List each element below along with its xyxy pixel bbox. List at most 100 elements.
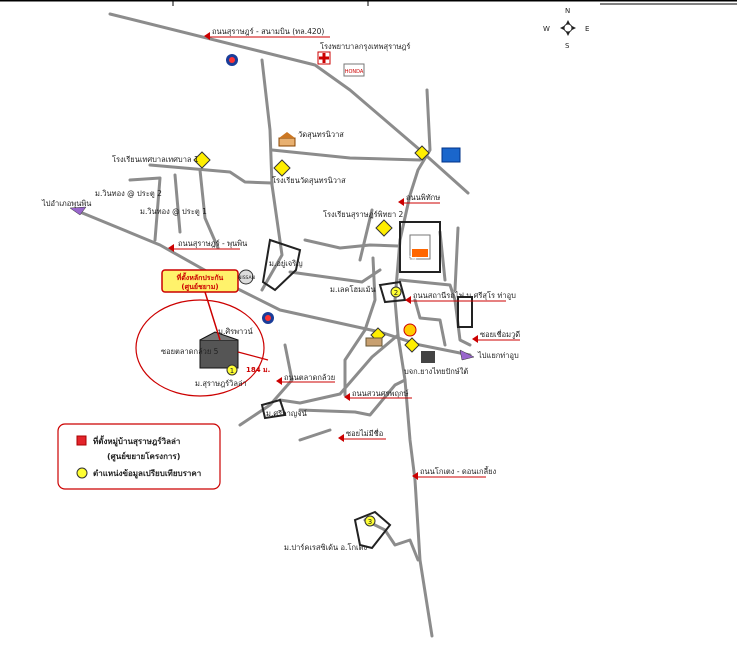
road-lane-left3: [173, 173, 182, 234]
compass-n: N: [565, 7, 570, 15]
nissan-icon: [238, 269, 254, 285]
label-school-tessaban: โรงเรียนเทศบาลเทศบาล 1: [112, 155, 199, 164]
school-icon-2: [273, 159, 291, 177]
store-icon: [441, 147, 461, 163]
village-blocks: [260, 221, 473, 550]
road-lane-left1: [148, 163, 274, 185]
ptt-icon-2: [262, 312, 274, 324]
label-village-sri: ม.ศรีกาญจน์: [266, 409, 307, 418]
ptt-icon: [226, 54, 238, 66]
road-middle-9: [298, 378, 407, 417]
road-phunphin: [78, 210, 472, 357]
road-middle-7: [343, 328, 367, 397]
distance-arrow: [237, 351, 269, 361]
honda-icon: HONDA: [343, 63, 365, 77]
road-lane-left2: [128, 176, 162, 242]
right-block: [457, 296, 473, 328]
label-to-thakup: ไปแยกท่าอูบ: [477, 351, 519, 360]
legend-item2: ตำแหน่งข้อมูลเปรียบเทียบราคา: [93, 468, 201, 479]
label-soi-market5: ซอยตลาดกล้วย 5: [161, 347, 219, 356]
bigc-block: [399, 221, 441, 273]
marker-2-label: 2: [394, 289, 398, 297]
label-soi-mai: ซอยไม่มีชื่อ: [346, 428, 383, 438]
school-icon: [193, 151, 211, 169]
direction-arrows: [69, 206, 475, 361]
marker-1-label: 1: [230, 367, 234, 375]
village-sri-block: [260, 398, 287, 420]
label-phunphin-road: ถนนสุราษฎร์ - พุนพิน: [178, 239, 247, 248]
label-soi-chiangbu: ซอยเชื่อมวูดี: [480, 329, 520, 339]
factory-icon: [421, 351, 435, 363]
road-temple-lane: [270, 148, 422, 162]
arrow-to-phunphin: [69, 206, 87, 216]
road-vertical-upper: [260, 58, 274, 187]
bigc-icon: [409, 234, 431, 260]
label-phitak-road: ถนนพิทักษ: [406, 193, 440, 202]
road-middle-3: [363, 256, 377, 332]
label-nissan: NISSAN: [238, 275, 255, 281]
subject-area: 184 ม.: [135, 299, 270, 397]
road-middle-8: [238, 343, 294, 427]
restaurant-icon: [365, 337, 383, 347]
traffic-icon-3: [404, 337, 420, 353]
label-village-a: ม.วินทอง @ ประตู 2: [95, 189, 162, 198]
distance-label: 184 ม.: [246, 366, 270, 374]
road-middle-6: [278, 333, 400, 405]
label-to-phunphin: ไปอำเภอพุนพิน: [41, 199, 91, 208]
hospital-icon: [317, 51, 331, 65]
label-hospital: โรงพยาบาลกรุงเทพสุราษฎร์: [320, 42, 410, 51]
road-middle-10: [298, 428, 332, 442]
callout-line2: (ศูนย์ชยาม): [181, 282, 218, 292]
road-highway-420: [108, 12, 470, 195]
road-lane-left4: [198, 168, 220, 250]
legend-item1-sub: (ศูนย์ขยายโครงการ): [107, 451, 180, 462]
school-icon-3: [375, 219, 393, 237]
label-village-phet: ม.ศิรพาวน์: [218, 327, 253, 336]
compass-e: E: [585, 25, 589, 33]
label-ko-road: ถนนโกเตง - ดอนเกลี้ยง: [420, 466, 497, 476]
label-company: บจก.ยางไทยปักษ์ใต้: [404, 367, 468, 376]
roads: [78, 12, 472, 638]
comparison-markers: 1 2 3: [226, 286, 402, 527]
shell-icon: [403, 323, 417, 337]
village-park-block: [353, 510, 392, 550]
label-suan-road: ถนนสวนศรพฤกษ์: [352, 389, 409, 398]
label-village-b: ม.วินทอง @ ประตู 1: [140, 207, 207, 216]
label-school-phitthaya: โรงเรียนสุราษฎร์พิทยา 2: [323, 210, 404, 219]
label-villa: ม.สุราษฎร์วิลล่า: [195, 379, 247, 388]
marker-3-label: 3: [368, 518, 372, 526]
label-school-temple: โรงเรียนวัดสุนทรนิวาส: [272, 176, 346, 185]
label-temple: วัดสุนทรนิวาส: [298, 130, 344, 139]
compass-s: S: [565, 42, 570, 50]
road-right-1: [398, 278, 472, 347]
road-middle-4: [288, 268, 382, 284]
label-market-road: ถนนตลาดกล้วย: [284, 373, 335, 382]
arrow-to-thakup: [459, 349, 475, 361]
label-top-highway: ถนนสุราษฎร์ - สนามบิน (ทล.420): [212, 27, 324, 36]
icons: HONDA: [193, 51, 461, 363]
label-village-park: ม.ปาร์คเรสซิเด้น อ.โกเตง: [284, 543, 367, 552]
village-yu-block: [261, 238, 302, 292]
road-right-main: [393, 88, 434, 638]
road-bottom-village: [363, 518, 420, 562]
road-middle-5: [358, 208, 374, 262]
label-station-road: ถนนสถานีรถไฟ ม.ศรีสุโร ท่าอูบ: [413, 291, 516, 300]
temple-icon: [278, 132, 296, 147]
road-middle-2: [303, 238, 400, 250]
top-border: [0, 0, 737, 6]
legend-item1: ที่ตั้งหมู่บ้านสุราษฎร์วิลล่า: [93, 435, 180, 447]
subject-callout: ที่ตั้งหลักประกัน (ศูนย์ชยาม): [161, 269, 239, 341]
road-middle-1: [260, 183, 284, 292]
honda-label: HONDA: [345, 69, 364, 75]
traffic-icon: [414, 145, 430, 161]
road-right-4: [453, 226, 460, 292]
compass-rose: N S E W: [543, 7, 589, 50]
subject-circle: [135, 299, 265, 397]
road-labels: ถนนสุราษฎร์ - สนามบิน (ทล.420) ถนนสุราษฎ…: [41, 27, 520, 480]
legend: ที่ตั้งหมู่บ้านสุราษฎร์วิลล่า (ศูนย์ขยาย…: [57, 423, 221, 490]
compass-w: W: [543, 25, 550, 33]
label-village-lake: ม.เลคโฮมเม้น: [330, 285, 376, 294]
road-right-2: [413, 298, 447, 347]
